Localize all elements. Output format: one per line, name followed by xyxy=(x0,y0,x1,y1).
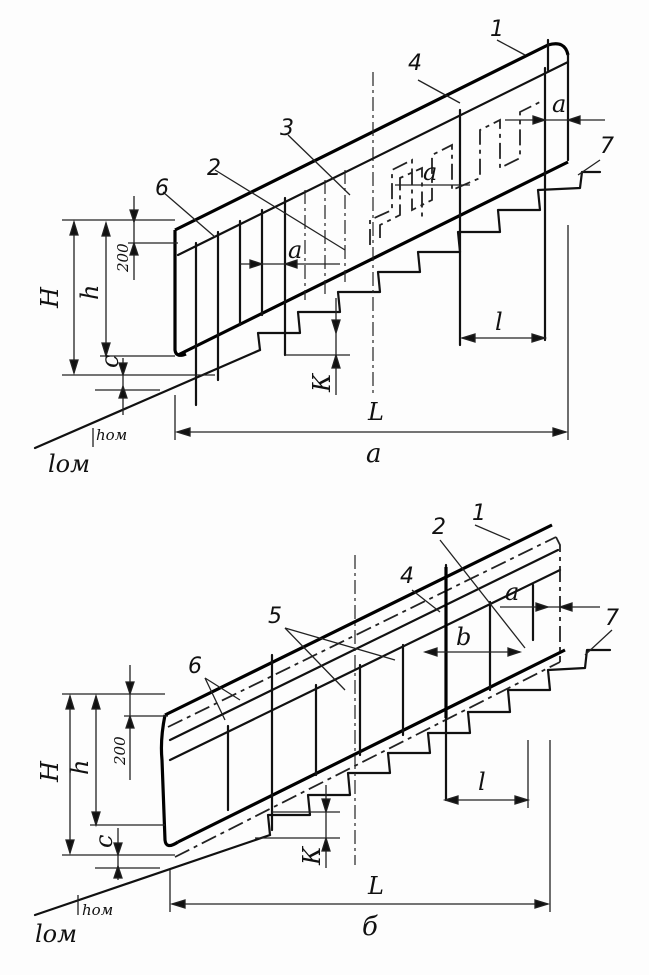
label-H-a: H xyxy=(36,286,64,309)
end-post-right-b xyxy=(555,536,561,662)
dim-L-b xyxy=(169,740,551,912)
dim-l-b xyxy=(442,740,531,808)
dim-k-a xyxy=(285,298,350,395)
label-a3-a: a xyxy=(552,90,566,118)
handrail-top-b xyxy=(164,523,553,717)
label-l-a: l xyxy=(495,308,503,336)
dim-c-a xyxy=(95,358,160,415)
label-lom-a: lом xyxy=(48,450,90,478)
callout-7-a: 7 xyxy=(600,134,614,159)
label-h-a: h xyxy=(76,285,104,300)
leaders-b xyxy=(204,524,613,721)
callout-4-b: 4 xyxy=(400,564,414,589)
callout-6-b: 6 xyxy=(188,654,202,679)
figure-b: 1 2 4 5 6 7 H h 200 c hом lом L l К a b … xyxy=(33,501,619,948)
handrail-dash-b xyxy=(167,536,557,728)
ground-line-b xyxy=(33,833,272,917)
label-k-a: К xyxy=(308,372,336,393)
label-a1-a: a xyxy=(288,236,302,264)
label-H-b: H xyxy=(36,760,64,783)
callout-2-a: 2 xyxy=(207,156,221,181)
dim-l-a xyxy=(459,333,548,343)
figure-a: 1 2 3 4 6 7 H h 200 c hом lом L l К a a … xyxy=(33,17,614,478)
callout-1-b: 1 xyxy=(472,501,486,526)
balusters-a xyxy=(194,38,550,407)
handrail-lower-b xyxy=(168,568,562,762)
label-hom-a: hом xyxy=(96,426,127,444)
bottom-rail-dash-b xyxy=(174,661,561,858)
dim-h-a xyxy=(100,220,175,359)
dim-a-b xyxy=(500,602,600,612)
leaders-a xyxy=(162,39,601,251)
label-k-b: К xyxy=(298,845,326,866)
label-b-b: b xyxy=(456,623,471,651)
label-a-b: a xyxy=(505,578,519,606)
handrail-top-a xyxy=(174,42,570,232)
label-hom-b: hом xyxy=(82,901,113,919)
label-h-b: h xyxy=(66,760,94,775)
caption-a: а xyxy=(366,439,382,469)
ground-line-a xyxy=(33,348,262,450)
meander-infill-a2 xyxy=(379,166,423,238)
meander-infill-a xyxy=(369,101,541,245)
bottom-rail-b xyxy=(177,648,566,844)
label-c-a: c xyxy=(96,355,124,368)
dim-k-b xyxy=(255,785,340,868)
dim-200-b xyxy=(124,665,168,780)
dim-200-a xyxy=(128,196,178,280)
label-c-b: c xyxy=(90,835,118,848)
dim-h-b xyxy=(90,693,165,828)
callout-7-b: 7 xyxy=(605,606,619,631)
dim-H-a xyxy=(62,219,215,376)
end-post-left-a xyxy=(173,230,187,357)
handrail-inner-b xyxy=(168,548,560,742)
stair-steps-b xyxy=(266,648,612,837)
callout-6-a: 6 xyxy=(155,176,169,201)
dim-a-right-a xyxy=(505,115,605,125)
stair-steps-a xyxy=(256,170,602,352)
dim-c-b xyxy=(95,828,160,880)
callout-4-a: 4 xyxy=(408,51,422,76)
dim-L-a xyxy=(174,225,569,440)
caption-b: б xyxy=(362,912,378,942)
label-L-b: L xyxy=(367,872,384,900)
callout-5-b: 5 xyxy=(268,604,282,629)
callout-2-b: 2 xyxy=(432,515,446,540)
label-lom-b: lом xyxy=(35,920,77,948)
callout-3-a: 3 xyxy=(280,116,294,141)
dim-H-b xyxy=(62,693,175,856)
dim-b-b xyxy=(422,647,523,657)
callout-1-a: 1 xyxy=(490,17,504,42)
label-200-b: 200 xyxy=(111,736,129,766)
label-L-a: L xyxy=(367,398,384,426)
label-l-b: l xyxy=(478,768,486,796)
dim-a-spacing-a xyxy=(240,259,340,269)
label-200-a: 200 xyxy=(114,243,132,273)
label-a2-a: a xyxy=(423,158,437,186)
end-post-left-b xyxy=(159,714,179,848)
